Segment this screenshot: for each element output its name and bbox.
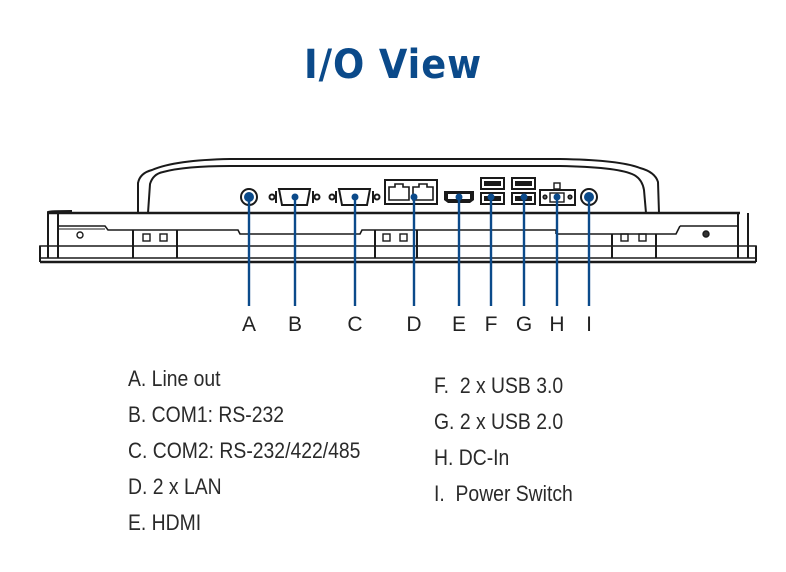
legend-item: B. COM1: RS-232: [128, 402, 285, 427]
port-label-d: D: [406, 313, 421, 336]
page-title: I/O View: [304, 42, 482, 88]
legend-right: F. 2 x USB 3.0 G. 2 x USB 2.0 H. DC-In I. P…: [434, 368, 573, 512]
legend-item: H. DC-In: [434, 445, 510, 470]
legend-item: E. HDMI: [128, 510, 202, 535]
port-label-e: E: [452, 313, 466, 336]
legend-left: A. Line out B. COM1: RS-232 C. COM2: RS-23…: [128, 361, 360, 541]
db9-serial-port-icon: [328, 188, 381, 206]
port-label-h: H: [549, 313, 564, 336]
port-label-f: F: [485, 313, 498, 336]
legend-item: G. 2 x USB 2.0: [434, 409, 564, 434]
leader-dot-e: [455, 193, 463, 201]
leader-dot-h: [553, 193, 561, 201]
legend-item: F. 2 x USB 3.0: [434, 373, 564, 398]
port-label-g: G: [516, 313, 532, 336]
port-label-b: B: [288, 313, 302, 336]
port-label-i: I: [586, 313, 592, 336]
device-outline: [39, 158, 757, 264]
leader-lines: [245, 193, 593, 306]
leader-dot-c: [351, 193, 359, 201]
leader-dot-f: [487, 193, 495, 201]
db9-serial-port-icon: [268, 188, 321, 206]
legend-item: A. Line out: [128, 366, 221, 391]
leader-dot-g: [520, 193, 528, 201]
port-label-c: C: [347, 313, 362, 336]
port-label-a: A: [242, 313, 256, 336]
legend-item: C. COM2: RS-232/422/485: [128, 438, 361, 463]
legend-item: D. 2 x LAN: [128, 474, 222, 499]
legend-item: I. Power Switch: [434, 481, 573, 506]
leader-dot-a: [245, 193, 253, 201]
leader-dot-i: [585, 193, 593, 201]
leader-dot-d: [410, 193, 418, 201]
rj45-dual-port-icon: [384, 179, 438, 205]
leader-dot-b: [291, 193, 299, 201]
